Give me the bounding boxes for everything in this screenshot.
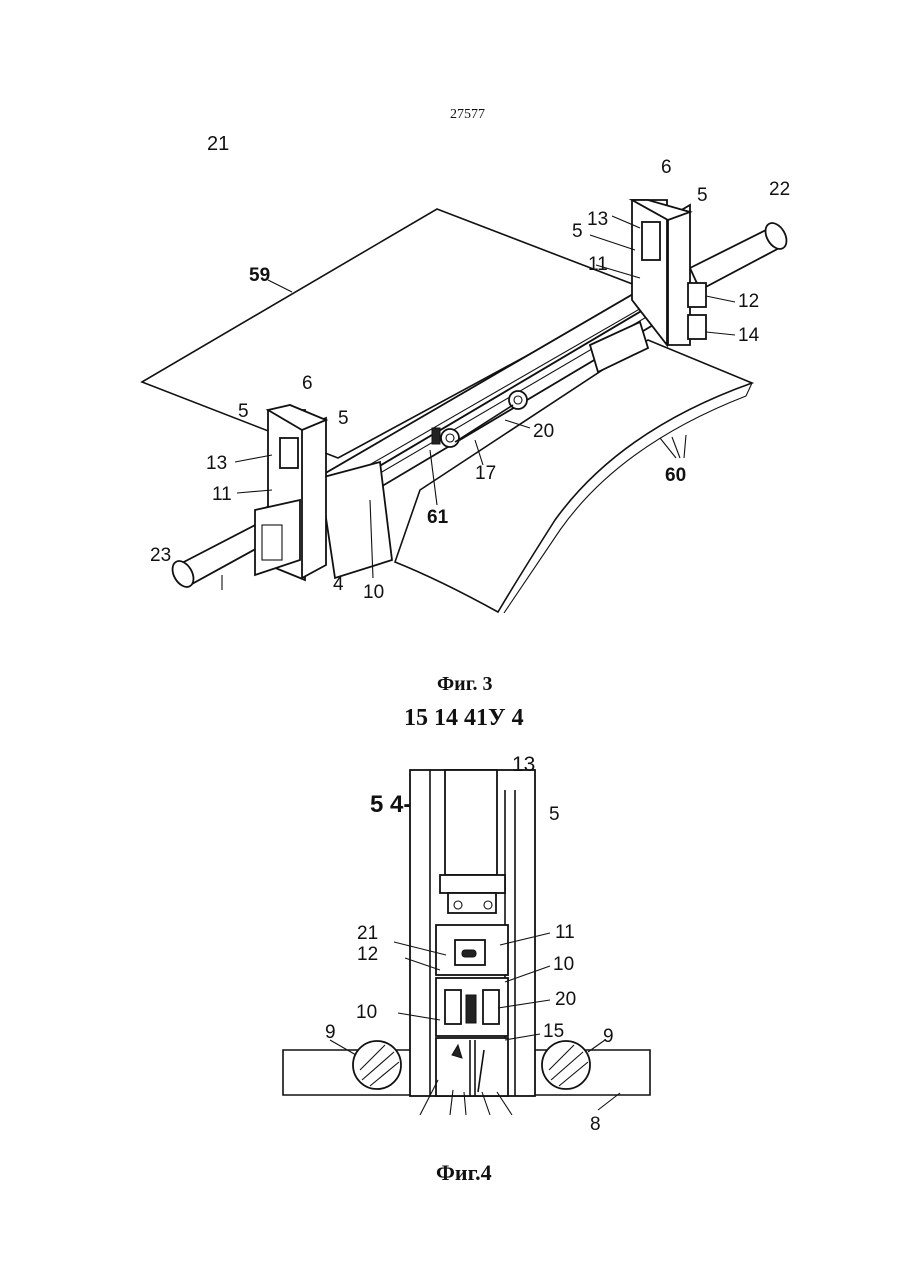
label-13-left: 13 xyxy=(206,453,227,474)
frame-right-front xyxy=(668,205,690,345)
label-14: 14 xyxy=(738,325,760,346)
label-22: 22 xyxy=(769,179,790,200)
label-5-left-a: 5 xyxy=(238,401,249,422)
rod-9-right xyxy=(542,1041,590,1089)
label-13-right: 13 xyxy=(587,209,608,230)
roller-61 xyxy=(441,429,459,447)
label-23: 23 xyxy=(150,545,171,566)
label-4: 4 xyxy=(333,574,344,595)
label-20-fig4: 20 xyxy=(555,989,576,1010)
label-13-fig4: 13 xyxy=(512,753,535,776)
label-9-right-fig4: 9 xyxy=(603,1026,614,1047)
label-6-left: 6 xyxy=(302,373,313,394)
label-59: 59 xyxy=(249,265,270,286)
label-8-fig4: 8 xyxy=(590,1114,601,1135)
curved-sheet-60 xyxy=(395,340,752,612)
label-15-fig4: 15 xyxy=(543,1021,564,1042)
label-5-right-b: 5 xyxy=(572,221,583,242)
label-5-right-a: 5 xyxy=(697,185,708,206)
label-17: 17 xyxy=(475,463,496,484)
label-12: 12 xyxy=(738,291,759,312)
label-12-fig4: 12 xyxy=(357,944,378,965)
label-10: 10 xyxy=(363,582,384,603)
figure-3-caption: Фиг. 3 xyxy=(437,673,493,696)
label-11-right: 11 xyxy=(588,254,608,275)
label-20: 20 xyxy=(533,421,554,442)
label-10-left-fig4: 10 xyxy=(356,1002,377,1023)
rod-9-left xyxy=(353,1041,401,1089)
section-label: 5 4- xyxy=(370,791,411,818)
label-11-fig4: 11 xyxy=(555,922,575,943)
figure-4-caption: Фиг.4 xyxy=(436,1160,492,1186)
label-5-left-b: 5 xyxy=(338,408,349,429)
label-6-right: 6 xyxy=(661,157,672,178)
label-5-fig4: 5 xyxy=(549,804,560,825)
label-11-left: 11 xyxy=(212,484,232,505)
motor-13 xyxy=(445,770,497,875)
frame-left-front xyxy=(302,418,326,578)
label-61: 61 xyxy=(427,507,449,528)
label-9-left-fig4: 9 xyxy=(325,1022,336,1043)
label-10-right-fig4: 10 xyxy=(553,954,574,975)
carriage-10 xyxy=(320,462,392,578)
label-21-corner: 21 xyxy=(207,133,229,155)
patent-code: 15 14 41У 4 xyxy=(404,705,524,732)
label-60: 60 xyxy=(665,465,686,486)
label-21-fig4: 21 xyxy=(357,923,378,944)
